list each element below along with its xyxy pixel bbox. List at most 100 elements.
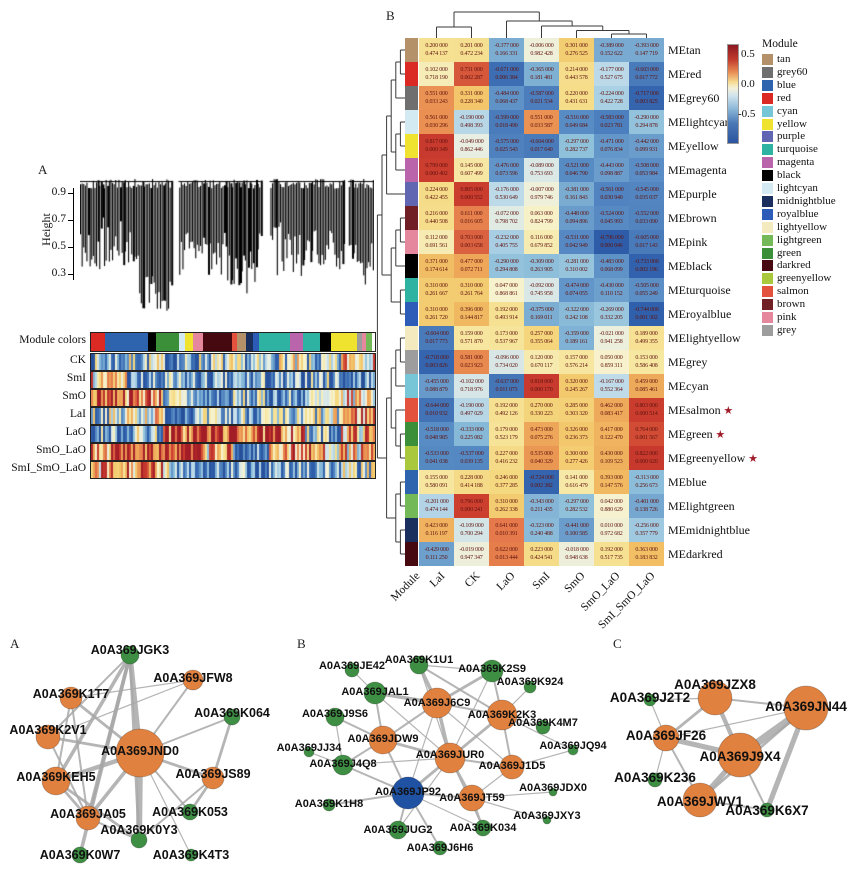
condition-strip-SmI [90, 371, 376, 389]
network-node-A0A369JZX8 [697, 680, 733, 716]
legend-label: pink [777, 311, 797, 323]
cell-pvalue: 0.000 241 [460, 507, 483, 513]
cell-pvalue: 0.294 808 [495, 267, 518, 273]
network-edge [70, 697, 89, 819]
cell-correlation: 0.116 000 [530, 235, 553, 241]
module-color-segment-tan [237, 333, 246, 351]
cell-correlation: -0.232 000 [494, 235, 519, 241]
height-tick-label: 0.5 [51, 240, 66, 252]
cell-pvalue: 0.048 985 [425, 435, 448, 441]
cell-correlation: 0.310 000 [495, 499, 518, 505]
cell-correlation: 0.192 000 [495, 403, 518, 409]
module-color-cell-yellow [405, 134, 418, 158]
cell-correlation: 0.477 000 [460, 259, 483, 265]
cell-pvalue: 0.422 728 [600, 99, 623, 105]
network-node-label-A0A369JDW9: A0A369JDW9 [348, 733, 419, 745]
network-edge [47, 679, 194, 738]
network-edge [471, 797, 548, 821]
cell-pvalue: 0.571 870 [460, 339, 483, 345]
cell-correlation: 0.141 000 [565, 475, 588, 481]
cell-pvalue: 0.017 143 [635, 243, 658, 249]
cell-pvalue: 0.517 735 [600, 555, 623, 561]
legend-swatch-turquoise [762, 144, 773, 156]
network-node-A0A369K1T7 [59, 686, 83, 710]
cell-correlation: 0.641 000 [495, 523, 518, 529]
cell-correlation: 0.102 000 [425, 67, 448, 73]
network-node-label-A0A369K4M7: A0A369K4M7 [508, 717, 578, 729]
cell-pvalue: 0.000 552 [460, 195, 483, 201]
cell-pvalue: 0.017 640 [530, 147, 553, 153]
network-node-label-A0A369K034: A0A369K034 [450, 822, 518, 834]
cell-pvalue: 0.010 391 [495, 531, 518, 537]
legend-label: tan [777, 53, 791, 65]
cell-pvalue: 0.700 294 [460, 531, 483, 537]
cell-pvalue: 0.474 137 [425, 51, 448, 57]
network-node-label-A0A369JWV1: A0A369JWV1 [657, 794, 744, 809]
network-node-label-A0A369JGK3: A0A369JGK3 [91, 643, 170, 657]
cell-correlation: -0.448 000 [564, 211, 589, 217]
cell-pvalue: 0.718 976 [460, 387, 483, 393]
cell-pvalue: 0.530 649 [495, 195, 518, 201]
condition-label-SmO: SmO [62, 390, 86, 402]
network-edge [138, 777, 214, 841]
cell-pvalue: 0.045 993 [600, 219, 623, 225]
cell-correlation: 0.063 000 [530, 211, 553, 217]
legend-swatch-lightyellow [762, 221, 773, 233]
cell-pvalue: 0.109 523 [600, 459, 623, 465]
module-color-segment-black [319, 333, 331, 351]
module-color-cell-turquoise [405, 278, 418, 302]
network-node-A0A369JND0 [115, 728, 165, 778]
network-edge [665, 707, 807, 739]
cell-correlation: 0.145 000 [460, 163, 483, 169]
cell-pvalue: 0.332 205 [600, 315, 623, 321]
cell-pvalue: 0.041 038 [425, 459, 448, 465]
cell-pvalue: 0.183 832 [635, 555, 658, 561]
heatmap-row-label-MEblue: MEblue [668, 475, 707, 489]
network-node-label-A0A369J6C9: A0A369J6C9 [404, 697, 471, 709]
cell-pvalue: 0.033 243 [425, 99, 448, 105]
cell-correlation: -0.201 000 [424, 499, 449, 505]
module-color-cell-darkred [405, 542, 418, 566]
cell-pvalue: 0.982 428 [530, 51, 553, 57]
network-node-A0A369JFW8 [182, 669, 204, 691]
module-color-segment-black [147, 333, 157, 351]
network-node-label-A0A369JXY3: A0A369JXY3 [513, 810, 580, 822]
cell-correlation: 0.157 000 [565, 355, 588, 361]
legend-item-cyan: cyan [762, 105, 850, 118]
network-edge [54, 779, 141, 842]
cell-pvalue: 0.240 488 [530, 531, 553, 537]
module-color-cell-blue [405, 470, 418, 494]
cell-pvalue: 0.100 585 [565, 531, 588, 537]
cell-pvalue: 0.000 514 [635, 411, 658, 417]
network-edge [436, 702, 513, 768]
condition-strip-LaO [90, 425, 376, 443]
heatmap-row-label-MEgrey60: MEgrey60 [668, 91, 720, 105]
network-edge [342, 757, 451, 766]
cell-pvalue: 0.277 426 [565, 459, 588, 465]
cell-correlation: -0.637 000 [494, 379, 519, 385]
cell-correlation: 0.396 000 [460, 307, 483, 313]
